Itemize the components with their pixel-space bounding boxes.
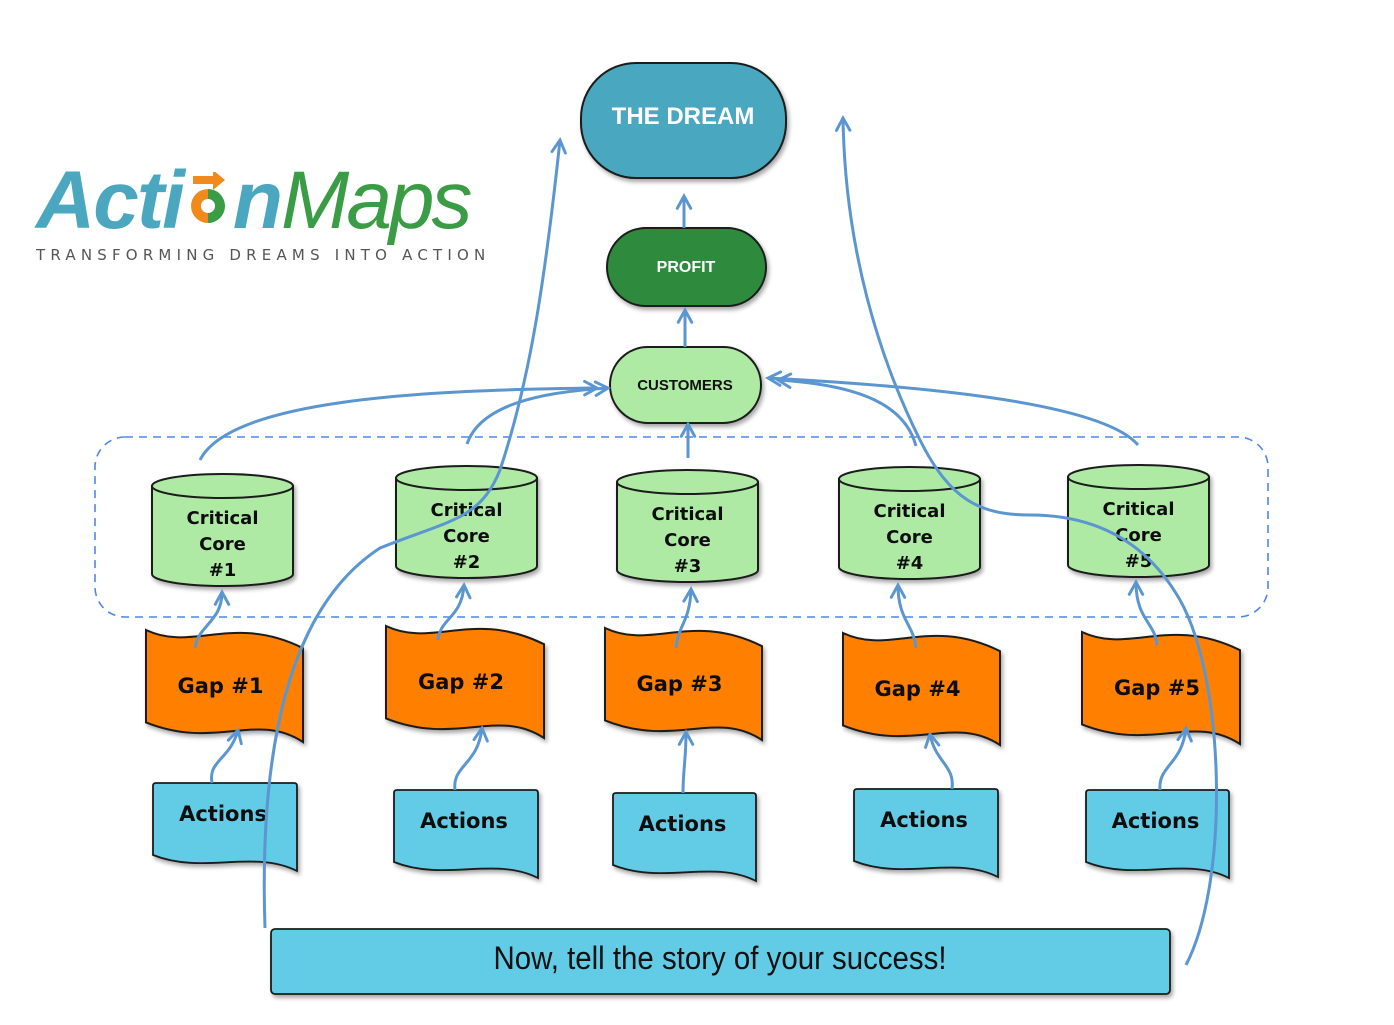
logo-word-action-part2: n: [232, 155, 283, 246]
arrow-actions-5-to-gap: [1158, 724, 1193, 791]
actions-5: Actions: [1085, 789, 1230, 880]
gap-shape: [145, 628, 304, 744]
gap-shape: [842, 631, 1001, 747]
arrow-actions-2-to-gap: [453, 724, 489, 791]
critical-core-label-line: #5: [1125, 551, 1153, 572]
cylinder-body: [616, 481, 759, 583]
profit-node: [606, 227, 767, 307]
logo-word-maps: Maps: [281, 155, 473, 246]
critical-core-label-line: Critical: [1102, 499, 1174, 520]
logo-tagline: TRANSFORMING DREAMS INTO ACTION: [36, 246, 491, 264]
arrow-core5-to-customers: [764, 370, 1140, 446]
actions-label: Actions: [179, 802, 267, 826]
story-curve-right-to-dream: [834, 114, 1218, 966]
cylinder-top: [616, 469, 759, 495]
critical-core-label-line: Critical: [873, 501, 945, 522]
cylinder-top: [151, 473, 294, 499]
cylinder-body: [151, 485, 294, 587]
arrow-gap-5-to-core: [1127, 578, 1159, 646]
critical-core-label-line: Critical: [430, 500, 502, 521]
actions-label: Actions: [420, 809, 508, 833]
gap-label: Gap #1: [178, 674, 264, 698]
connector-arrows: [193, 578, 1193, 794]
gap-label: Gap #4: [875, 677, 961, 701]
customers-label: CUSTOMERS: [637, 377, 733, 394]
critical-core-label-line: Core: [199, 534, 246, 555]
gap-3: Gap #3: [604, 626, 763, 742]
actions-label: Actions: [1112, 809, 1200, 833]
profit-label: PROFIT: [657, 259, 716, 276]
critical-core-label-line: #3: [674, 556, 702, 577]
arrow-gap-3-to-core: [674, 585, 699, 649]
actions-3: Actions: [612, 792, 757, 883]
cylinder-top: [395, 465, 538, 491]
arrow-core2-to-customers: [465, 380, 612, 445]
gap-label: Gap #3: [637, 672, 723, 696]
arrow-actions-1-to-gap: [210, 727, 243, 784]
logo-wordmark: Acti nMaps: [36, 155, 473, 246]
logo-o-cycle-icon: [183, 162, 233, 252]
actions-shape: [1085, 789, 1230, 880]
actions-label: Actions: [639, 812, 727, 836]
actions-2: Actions: [393, 789, 539, 880]
critical-core-label-line: Core: [443, 526, 490, 547]
gap-shape: [385, 624, 545, 740]
actions-shape: [853, 788, 999, 879]
gap-2: Gap #2: [385, 624, 545, 740]
actions-1: Actions: [152, 782, 298, 873]
logo-word-action-part1: Acti: [36, 155, 185, 246]
cylinder-body: [838, 478, 981, 580]
actions-4: Actions: [853, 788, 999, 879]
gap-label: Gap #2: [418, 670, 504, 694]
critical-core-label-line: #2: [453, 552, 481, 573]
gap-shape: [604, 626, 763, 742]
critical-core-label-line: Core: [664, 530, 711, 551]
cylinder-top: [838, 466, 981, 492]
actions-shape: [612, 792, 757, 883]
gap-4: Gap #4: [842, 631, 1001, 747]
gap-1: Gap #1: [145, 628, 304, 744]
story-banner: [270, 928, 1171, 995]
actionmaps-logo: Acti nMaps TRANSFORMING DREAMS INTO ACTI…: [36, 156, 516, 266]
arrow-gap-4-to-core: [889, 581, 918, 649]
critical-core-label-line: Core: [1115, 525, 1162, 546]
actions-shape: [393, 789, 539, 880]
cylinder-body: [1067, 476, 1210, 578]
arrow-actions-3-to-gap: [677, 728, 695, 794]
actions-shape: [152, 782, 298, 873]
cylinder-body: [395, 477, 538, 579]
story-curve-left-to-dream: [262, 136, 567, 929]
cylinder-top: [1067, 464, 1210, 490]
critical-core-label-line: #1: [209, 560, 237, 581]
actions-label: Actions: [880, 808, 968, 832]
arrow-core4-to-customers: [774, 372, 918, 447]
critical-core-label-line: Core: [886, 527, 933, 548]
critical-core-group-boundary: [94, 436, 1269, 618]
critical-core-label-line: Critical: [186, 508, 258, 529]
critical-core-label-line: Critical: [651, 504, 723, 525]
story-banner-label: Now, tell the story of your success!: [493, 940, 946, 976]
gap-5: Gap #5: [1081, 630, 1241, 746]
dream-label: THE DREAM: [612, 103, 755, 130]
arrow-actions-4-to-gap: [924, 730, 954, 790]
critical-core-label-line: #4: [896, 553, 924, 574]
dream-node: [580, 62, 787, 179]
arrow-core1-to-customers: [198, 379, 601, 461]
arrow-gap-1-to-core: [193, 588, 231, 649]
arrow-gap-2-to-core: [436, 581, 472, 641]
gap-label: Gap #5: [1114, 676, 1200, 700]
